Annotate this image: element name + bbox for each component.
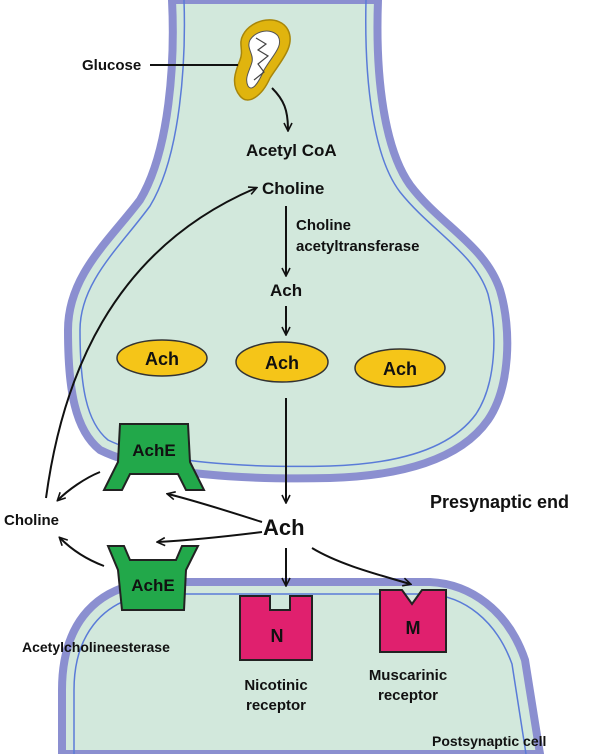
- arrow-choline-recycle: [45, 188, 256, 499]
- arrow-ach-to-muscarinic: [311, 547, 410, 584]
- receptor-n-label: N: [271, 626, 284, 646]
- ach-cleft-label: Ach: [263, 515, 305, 540]
- ache-top: AchE: [102, 423, 206, 491]
- nicotinic-label-line1: Nicotinic: [244, 677, 307, 694]
- vesicles: Ach Ach Ach: [116, 339, 446, 388]
- choline-top-label: Choline: [262, 179, 324, 198]
- arrows: [45, 64, 410, 585]
- arrow-ache-bottom-to-choline: [60, 538, 105, 567]
- vesicle-label-right: Ach: [383, 359, 417, 379]
- postsynaptic-label: Postsynaptic cell: [432, 733, 546, 749]
- nicotinic-receptor: N: [239, 595, 313, 661]
- arrow-mito-to-acetylcoa: [271, 87, 288, 130]
- vesicle-center: [235, 341, 329, 383]
- acetyl-coa-label: Acetyl CoA: [246, 141, 337, 160]
- muscarinic-label-line1: Muscarinic: [369, 667, 447, 684]
- vesicle-right: [354, 348, 446, 388]
- nicotinic-label-line2: receptor: [246, 697, 306, 714]
- ache-bottom: AchE: [106, 545, 200, 611]
- choline-left-label: Choline: [4, 512, 59, 529]
- arrow-ach-to-ache-top: [168, 494, 263, 523]
- presynaptic-label: Presynaptic end: [430, 492, 569, 512]
- acetylcholinesterase-label: Acetylcholineesterase: [22, 639, 170, 655]
- enzyme-label-line1: Choline: [296, 217, 351, 234]
- vesicle-label-center: Ach: [265, 353, 299, 373]
- receptor-m-label: M: [406, 618, 421, 638]
- vesicle-left: [116, 339, 208, 377]
- ach-mid-label: Ach: [270, 281, 302, 300]
- vesicle-label-left: Ach: [145, 349, 179, 369]
- ache-bottom-label: AchE: [131, 576, 174, 595]
- muscarinic-receptor: M: [379, 589, 447, 653]
- mitochondrion-icon: [233, 19, 291, 101]
- enzyme-label-line2: acetyltransferase: [296, 238, 419, 255]
- presynaptic-inner-membrane: [79, 0, 495, 468]
- arrow-ach-to-ache-bottom: [158, 531, 263, 542]
- arrow-ache-top-to-choline: [58, 471, 101, 500]
- muscarinic-label-line2: receptor: [378, 687, 438, 704]
- ache-top-label: AchE: [132, 441, 175, 460]
- glucose-label: Glucose: [82, 57, 141, 74]
